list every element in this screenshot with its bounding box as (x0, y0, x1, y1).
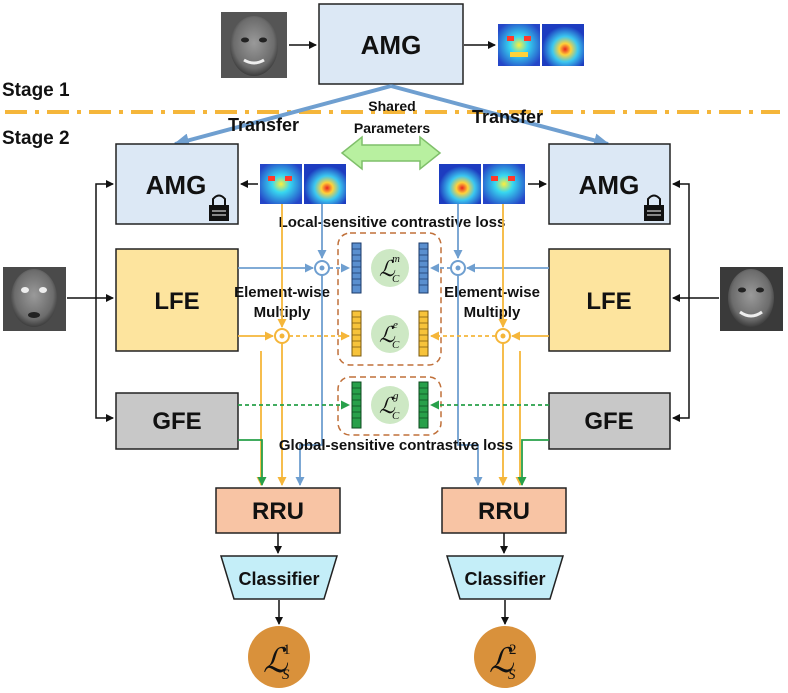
loss-circle-s1 (248, 626, 310, 688)
loss-symbol-s1: ℒ (263, 643, 289, 680)
classifier-block-right (445, 555, 565, 600)
stage1-label: Stage 1 (2, 80, 70, 101)
local-contrastive-box (337, 232, 442, 366)
loss-symbol-e: ℒ (379, 322, 396, 347)
loss-symbol-s2: ℒ (489, 643, 515, 680)
multiply-node-orange-right (495, 328, 511, 344)
face-image-right (720, 267, 783, 331)
loss-sub-g: C (392, 410, 400, 422)
lfe-label-left: LFE (154, 288, 199, 315)
shared-parameters-arrow (340, 135, 442, 171)
gfe-block-right (548, 392, 671, 450)
amg-block-stage1 (318, 3, 464, 85)
loss-sub-e: C (392, 339, 400, 351)
shared-label-line1: Shared (368, 98, 415, 114)
global-loss-label: Global-sensitive contrastive loss (279, 437, 513, 454)
multiply-node-orange-left (274, 328, 290, 344)
feature-vector-blue-right (418, 242, 429, 294)
loss-sub-s1: S (282, 667, 290, 683)
amg-label-right: AMG (579, 170, 640, 200)
local-loss-label: Local-sensitive contrastive loss (279, 214, 506, 231)
lock-icon-right (644, 194, 664, 221)
loss-symbol-m: ℒ (379, 256, 396, 281)
rru-label-left: RRU (252, 498, 304, 525)
attention-map-left-2 (304, 164, 346, 204)
lock-icon-left (209, 194, 229, 221)
amg-label-left: AMG (146, 170, 207, 200)
transfer-arrow-left (173, 84, 392, 148)
attention-map-right-1 (483, 164, 525, 204)
attention-map-top-2 (542, 24, 584, 66)
classifier-label-left: Classifier (238, 569, 319, 589)
face-image-left (3, 267, 66, 331)
transfer-label-left: Transfer (228, 115, 299, 135)
classifier-label-right: Classifier (464, 569, 545, 589)
multiply-node-blue-left (314, 260, 330, 276)
gfe-label-right: GFE (584, 408, 633, 435)
loss-sub-m: C (392, 273, 400, 285)
global-contrastive-box (337, 376, 442, 436)
feature-vector-blue-left (351, 242, 362, 294)
attention-map-left-1 (260, 164, 302, 204)
lfe-label-right: LFE (586, 288, 631, 315)
elementwise-right-line1: Element-wise (444, 284, 540, 301)
classifier-block-left (219, 555, 339, 600)
transfer-arrow-right (390, 84, 610, 148)
loss-sup-g: g (393, 390, 399, 402)
feature-vector-yellow-left (351, 310, 362, 357)
loss-symbol-g: ℒ (379, 393, 396, 418)
loss-circle-g (371, 386, 409, 424)
attention-map-right-2 (439, 164, 481, 204)
transfer-label-right: Transfer (472, 107, 543, 127)
feature-vector-green-right (418, 381, 429, 429)
loss-sup-e: e (393, 319, 398, 331)
loss-circle-e (371, 315, 409, 353)
attention-map-top-1 (498, 24, 540, 66)
loss-circle-m (371, 249, 409, 287)
feature-vector-green-left (351, 381, 362, 429)
elementwise-right-line2: Multiply (464, 304, 521, 321)
loss-sub-s2: S (508, 667, 516, 683)
lfe-block-left (115, 248, 239, 352)
loss-sup-s1: 1 (283, 642, 291, 658)
shared-label-line2: Parameters (354, 120, 430, 136)
loss-circle-s2 (474, 626, 536, 688)
gfe-label-left: GFE (152, 408, 201, 435)
loss-sup-m: m (392, 253, 400, 265)
gfe-block-left (115, 392, 239, 450)
amg-label-stage1: AMG (361, 30, 422, 60)
feature-vector-yellow-right (418, 310, 429, 357)
lfe-block-right (548, 248, 671, 352)
loss-sup-s2: 2 (509, 642, 517, 658)
rru-block-left (215, 487, 341, 534)
multiply-node-blue-right (450, 260, 466, 276)
stage2-label: Stage 2 (2, 128, 70, 149)
face-image-top (221, 12, 287, 78)
rru-label-right: RRU (478, 498, 530, 525)
